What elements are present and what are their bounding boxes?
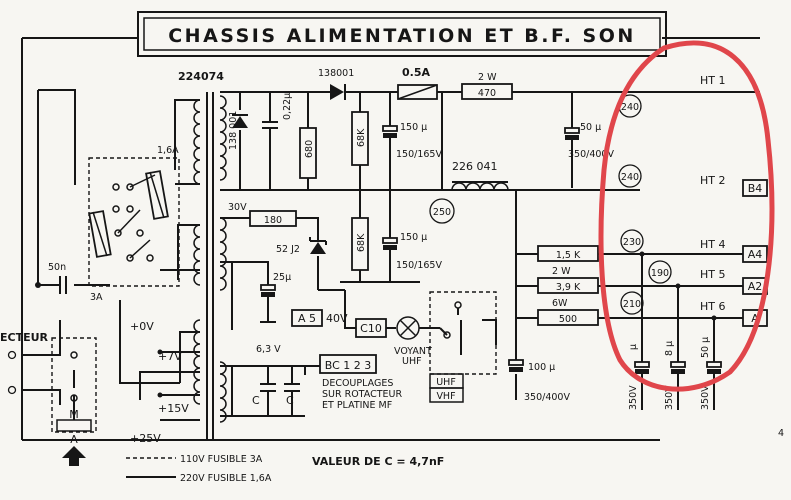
cap-150a: 150 µ bbox=[400, 122, 427, 133]
ht2-volt: 240 bbox=[621, 172, 639, 183]
fuse-block bbox=[88, 157, 180, 287]
cap-b2: 8 µ bbox=[664, 341, 675, 356]
v25-label: +25V bbox=[130, 432, 161, 445]
res-15k: 1,5 K bbox=[556, 250, 581, 261]
ht2-tag: B4 bbox=[748, 182, 763, 195]
bottom-caps: µ 350V 8 µ 350V 50 µ 350V bbox=[628, 251, 722, 410]
transformer-ref: 224074 bbox=[178, 70, 224, 83]
cap-50n-label: 50n bbox=[48, 262, 66, 273]
cap-100u: 100 µ bbox=[528, 362, 555, 373]
cap-100u-v: 350/400V bbox=[524, 392, 570, 403]
arrow-up-icon bbox=[62, 446, 86, 466]
res-39k: 3,9 K bbox=[556, 282, 581, 293]
cap-25u: 25µ bbox=[273, 272, 291, 283]
res-6w: 6W bbox=[552, 298, 568, 309]
ht1-volt: 240 bbox=[621, 102, 639, 113]
cap-c1: C bbox=[252, 394, 260, 407]
a5-tag: A 5 bbox=[298, 312, 316, 325]
switch-block bbox=[51, 337, 97, 433]
cap-c2: C bbox=[286, 394, 294, 407]
ht-rail: 138001 0.5A 470 2 W 50 µ 350/400V bbox=[220, 66, 760, 188]
decouplages-2: SUR ROTACTEUR bbox=[322, 389, 402, 400]
title: CHASSIS ALIMENTATION ET B.F. SON bbox=[168, 25, 636, 47]
ht4-tag: A4 bbox=[748, 248, 763, 261]
diode-ref: 138001 bbox=[318, 68, 354, 79]
ht5-volt: 190 bbox=[651, 268, 669, 279]
cap-b2-v: 350V bbox=[664, 385, 675, 410]
switch-m: M bbox=[69, 408, 79, 421]
fuse-3a-label: 3A bbox=[90, 292, 103, 303]
bc123-tag: BC 1 2 3 bbox=[325, 359, 372, 372]
primary-circuit: 1,6A 3A 50n ECTEUR M A +0V +7V +15V +25V bbox=[0, 89, 200, 466]
res-680: 680 bbox=[304, 140, 315, 158]
cap-150b: 150 µ bbox=[400, 232, 427, 243]
uhf-label: UHF bbox=[436, 377, 456, 388]
res-2w-b: 2 W bbox=[552, 266, 571, 277]
cap-b1: µ bbox=[628, 344, 639, 350]
ht5-tag: A2 bbox=[748, 280, 763, 293]
title-block: CHASSIS ALIMENTATION ET B.F. SON bbox=[137, 11, 667, 57]
vhf-label: VHF bbox=[436, 391, 455, 402]
cap-150a-v: 150/165V bbox=[396, 149, 442, 160]
legend-dashed: 110V FUSIBLE 3A bbox=[180, 454, 263, 465]
ht-outputs: 1,5 K 2 W 3,9 K 6W 500 240 240 230 190 2… bbox=[516, 74, 784, 439]
fuse-16a-label: 1,6A bbox=[157, 145, 179, 156]
uhf-vhf-switch bbox=[429, 291, 497, 375]
legend: 110V FUSIBLE 3A 220V FUSIBLE 1,6A VALEUR… bbox=[126, 454, 444, 484]
cap-022: 0,22µ bbox=[282, 93, 293, 120]
choke-ref: 226 041 bbox=[452, 160, 498, 173]
v0-label: +0V bbox=[130, 320, 154, 333]
secteur-label: ECTEUR bbox=[0, 331, 49, 344]
fuse-05a-label: 0.5A bbox=[402, 66, 430, 79]
switch-a: A bbox=[70, 433, 78, 446]
ht4-label: HT 4 bbox=[700, 238, 726, 251]
ht4-volt: 230 bbox=[623, 237, 641, 248]
v30-label: 30V bbox=[228, 202, 247, 213]
ht5-label: HT 5 bbox=[700, 268, 726, 281]
ht6-volt: 210 bbox=[623, 299, 641, 310]
valeur-c: VALEUR DE C = 4,7nF bbox=[312, 455, 444, 468]
voyant-2: UHF bbox=[402, 356, 422, 367]
zener-label: 52 J2 bbox=[276, 244, 300, 255]
v15-label: +15V bbox=[158, 402, 189, 415]
low-voltage-section: 30V 30V 180 52 J2 25µ A 5 40V C10 VOYANT… bbox=[220, 190, 570, 417]
v250: 250 bbox=[433, 207, 451, 218]
v40-label: 40V bbox=[326, 312, 348, 325]
decouplages-3: ET PLATINE MF bbox=[322, 400, 392, 411]
cap-50u-top: 50 µ bbox=[580, 122, 601, 133]
cap-b3-v: 350V bbox=[700, 385, 711, 410]
res-2w: 2 W bbox=[478, 72, 497, 83]
res-138001-v: 138 001 bbox=[228, 111, 239, 150]
ht6-tag: A bbox=[751, 312, 759, 325]
legend-solid: 220V FUSIBLE 1,6A bbox=[180, 473, 272, 484]
res-68k-b: 68K bbox=[356, 233, 367, 252]
corner-mark: 4 bbox=[778, 428, 784, 439]
cap-50u-top-v: 350/400V bbox=[568, 149, 614, 160]
decouplages-1: DECOUPLAGES bbox=[322, 378, 393, 389]
cap-b3: 50 µ bbox=[700, 337, 711, 358]
ht2-label: HT 2 bbox=[700, 174, 726, 187]
res-180-label: 180 bbox=[264, 215, 282, 226]
res-500: 500 bbox=[559, 314, 577, 325]
res-470: 470 bbox=[478, 88, 496, 99]
cap-150b-v: 150/165V bbox=[396, 260, 442, 271]
res-68k-a: 68K bbox=[356, 128, 367, 147]
rectifier-section: 138 001 0,22µ 680 68K 68K 150 µ 150/165V… bbox=[220, 92, 640, 283]
transformer: 224074 bbox=[178, 70, 227, 440]
red-annotation-ellipse bbox=[598, 40, 775, 392]
voyant-1: VOYANT bbox=[394, 346, 432, 357]
cap-b1-v: 350V bbox=[628, 385, 639, 410]
ht6-label: HT 6 bbox=[700, 300, 726, 313]
v63-label: 6,3 V bbox=[256, 344, 281, 355]
c10-tag: C10 bbox=[360, 322, 382, 335]
v7-label: +7V bbox=[158, 350, 182, 363]
ht1-label: HT 1 bbox=[700, 74, 726, 87]
